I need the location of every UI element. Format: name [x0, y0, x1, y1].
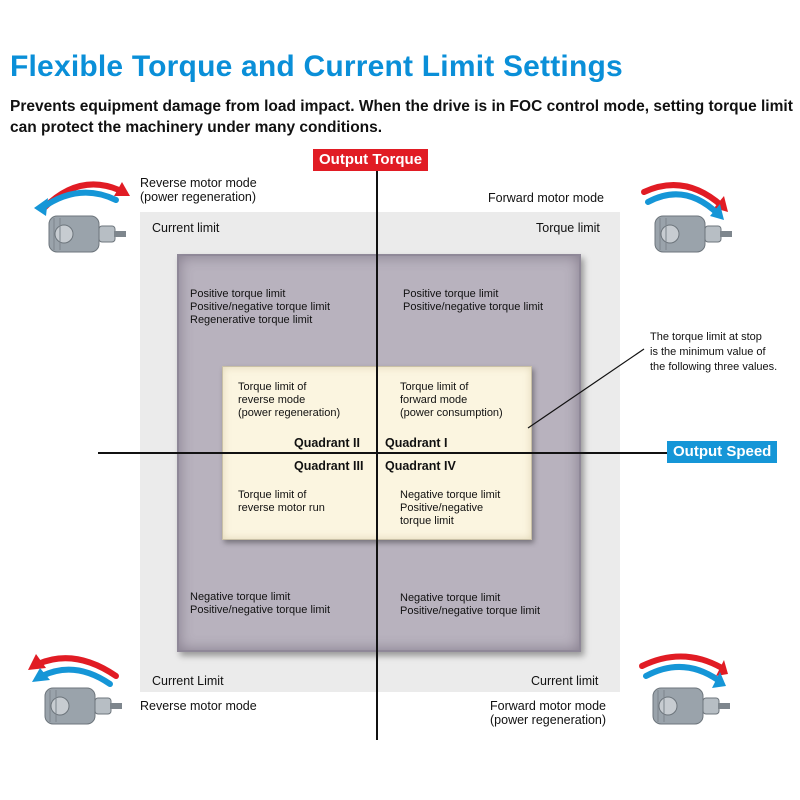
outer-top-right-text: Positive torque limit Positive/negative …	[403, 288, 544, 313]
rotation-arrow-icon	[641, 182, 728, 220]
rotation-arrow-icon	[28, 654, 119, 687]
speed-axis	[98, 452, 676, 454]
page-title: Flexible Torque and Current Limit Settin…	[10, 50, 623, 83]
motor-icon	[28, 654, 122, 725]
outer-bottom-right-text: Negative torque limit Positive/negative …	[400, 592, 541, 617]
output-speed-label: Output Speed	[667, 441, 778, 463]
output-torque-label: Output Torque	[313, 149, 429, 171]
motor-icon	[641, 182, 732, 253]
quadrant-4-label: Quadrant IV	[385, 459, 456, 473]
rotation-arrow-icon	[34, 181, 130, 216]
bottom-right-mode-label: Forward motor mode (power regeneration)	[490, 699, 607, 727]
motor-icon	[34, 181, 130, 253]
outer-top-left-text: Positive torque limit Positive/negative …	[190, 288, 331, 326]
quadrant-4-text: Negative torque limit Positive/negative …	[400, 489, 501, 527]
torque-limit-note: The torque limit at stop is the minimum …	[650, 331, 778, 373]
bottom-left-limit-label: Current Limit	[152, 674, 224, 688]
top-right-limit-label: Torque limit	[536, 221, 600, 235]
rotation-arrow-icon	[639, 653, 728, 688]
top-right-mode-label: Forward motor mode	[488, 191, 605, 205]
bottom-right-limit-label: Current limit	[531, 674, 599, 688]
quadrant-1-text: Torque limit of forward mode (power cons…	[400, 381, 503, 419]
quadrant-2-text: Torque limit of reverse mode (power rege…	[238, 381, 341, 419]
bottom-left-mode-label: Reverse motor mode	[140, 699, 257, 713]
page-subtitle: Prevents equipment damage from load impa…	[10, 98, 793, 136]
motor-icon	[639, 653, 730, 725]
quadrant-3-label: Quadrant III	[294, 459, 364, 473]
outer-bottom-left-text: Negative torque limit Positive/negative …	[190, 591, 331, 616]
top-left-limit-label: Current limit	[152, 221, 220, 235]
quadrant-2-label: Quadrant II	[294, 436, 360, 450]
top-left-mode-label: Reverse motor mode (power regeneration)	[140, 176, 257, 204]
quadrant-3-text: Torque limit of reverse motor run	[238, 489, 325, 514]
quadrant-1-label: Quadrant I	[385, 436, 448, 450]
